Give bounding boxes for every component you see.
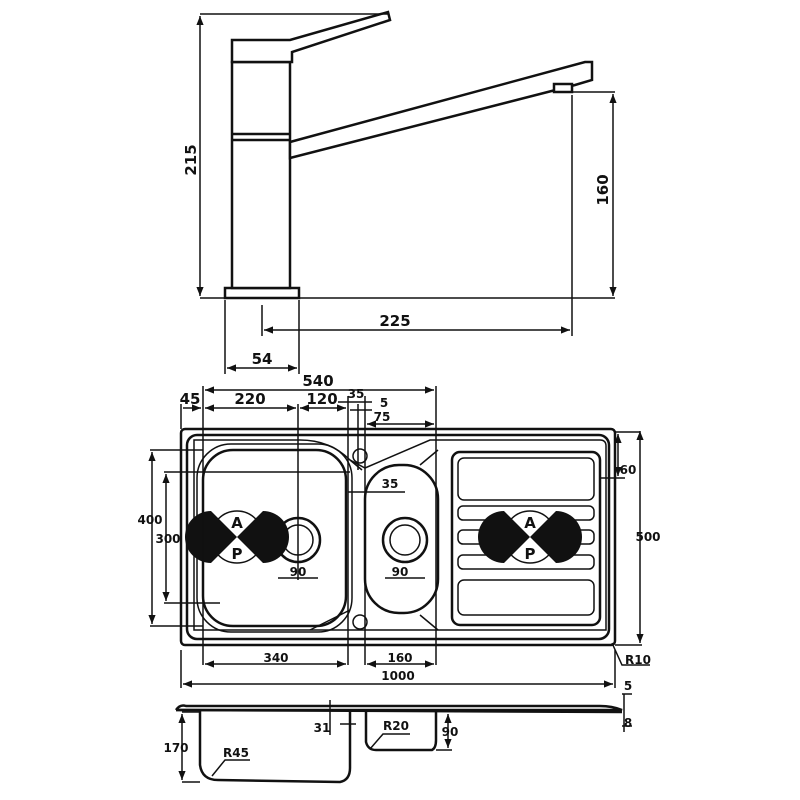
- dim-170: 170: [163, 741, 188, 755]
- drainer: [450, 450, 602, 627]
- dim-215: 215: [182, 144, 200, 175]
- dim-90-small: 90: [392, 565, 409, 579]
- dim-45: 45: [180, 390, 201, 408]
- side-small-bowl: [364, 712, 438, 752]
- faucet-body: [230, 60, 292, 290]
- svg-text:P: P: [525, 545, 536, 563]
- waste-small: [381, 516, 429, 564]
- dim-400: 400: [137, 513, 162, 527]
- dim-1000: 1000: [381, 669, 414, 683]
- sink-plan-view: A P A P 540 45 220 120 35 5 75 35 60 400…: [137, 372, 661, 688]
- dim-120: 120: [306, 390, 337, 408]
- dim-r20: R20: [383, 719, 409, 733]
- dim-225: 225: [379, 312, 410, 330]
- dim-540: 540: [302, 372, 333, 390]
- dim-160-bowl: 160: [387, 651, 412, 665]
- ap-symbol-left: A P: [185, 510, 289, 564]
- faucet-base: [223, 286, 301, 300]
- dim-35-bowl: 35: [382, 477, 399, 491]
- dim-8: 8: [624, 716, 632, 730]
- dim-r45: R45: [223, 746, 249, 760]
- tap-hole: [352, 448, 368, 464]
- dim-54: 54: [252, 350, 273, 368]
- side-main-bowl: [198, 711, 352, 784]
- faucet-spout: [288, 60, 594, 160]
- svg-text:A: A: [231, 514, 243, 532]
- sink-side-view: 170 31 R20 90 R45 5 8: [163, 679, 632, 784]
- dim-300: 300: [155, 532, 180, 546]
- dim-5: 5: [380, 396, 388, 410]
- dim-500: 500: [635, 530, 660, 544]
- svg-text:P: P: [232, 545, 243, 563]
- dim-340: 340: [263, 651, 288, 665]
- dim-90-main: 90: [290, 565, 307, 579]
- dim-160: 160: [594, 174, 612, 205]
- dim-75: 75: [374, 410, 391, 424]
- dim-5-side: 5: [624, 679, 632, 693]
- dim-60: 60: [620, 463, 637, 477]
- faucet-elevation: 215 160 225 54: [182, 10, 617, 374]
- dim-r10: R10: [625, 653, 651, 667]
- svg-text:A: A: [524, 514, 536, 532]
- dim-31: 31: [314, 721, 331, 735]
- dim-90-side: 90: [442, 725, 459, 739]
- faucet-lever: [230, 10, 392, 64]
- ap-symbol-right: A P: [478, 510, 582, 564]
- dim-35-tap: 35: [348, 387, 365, 401]
- dim-220: 220: [234, 390, 265, 408]
